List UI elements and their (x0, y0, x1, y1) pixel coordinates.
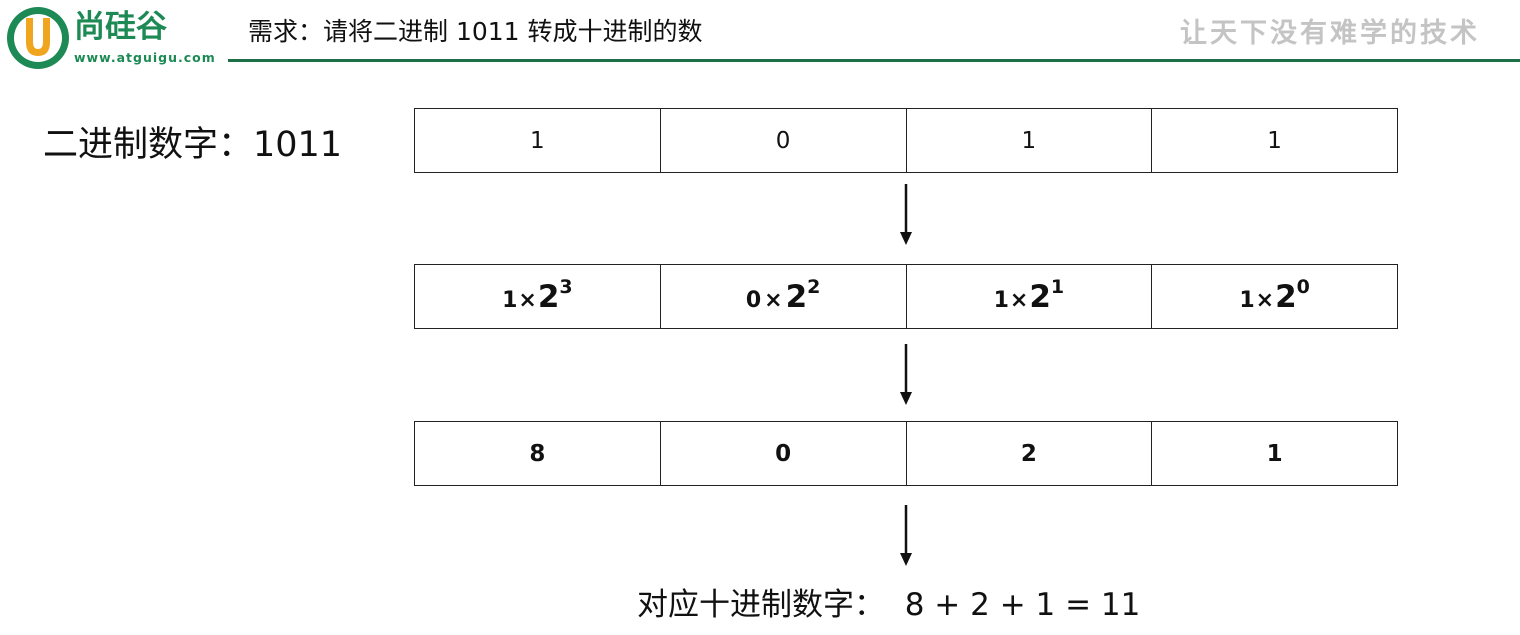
value-cell: 1 (1266, 440, 1283, 467)
power-term-cell: 1 × 2 3 (415, 265, 661, 328)
slogan: 让天下没有难学的技术 (1180, 18, 1480, 49)
down-arrow-icon (900, 344, 912, 405)
decimal-result: 对应十进制数字： 8 + 2 + 1 = 11 (637, 587, 1141, 623)
down-arrow-icon (900, 184, 912, 245)
decimal-values-row: 8 0 2 1 (414, 421, 1398, 486)
times-sign: × (764, 287, 783, 313)
term-base: 2 (537, 278, 560, 315)
power-term-cell: 0 × 2 2 (661, 265, 907, 328)
term-base: 2 (785, 278, 808, 315)
binary-number-label: 二进制数字：1011 (43, 125, 343, 165)
term-coefficient: 1 (1239, 287, 1255, 313)
term-base: 2 (1029, 278, 1051, 315)
power-term-cell: 1 × 2 0 (1152, 265, 1397, 328)
times-sign: × (518, 287, 537, 313)
power-term: 1 × 2 0 (1239, 275, 1310, 315)
term-exponent: 3 (559, 275, 573, 298)
logo-url: www.atguigu.com (74, 50, 216, 65)
value-cell: 8 (415, 422, 661, 485)
atguigu-logo-icon (7, 7, 69, 69)
binary-digits-row: 1 0 1 1 (414, 108, 1398, 173)
power-term: 1 × 2 1 (993, 275, 1065, 315)
power-term-cell: 1 × 2 1 (907, 265, 1153, 328)
down-arrow-icon (900, 505, 912, 566)
times-sign: × (1255, 287, 1275, 313)
binary-digit-cell: 1 (907, 109, 1153, 172)
term-exponent: 1 (1050, 275, 1065, 298)
term-coefficient: 1 (993, 287, 1009, 313)
term-base: 2 (1275, 278, 1297, 315)
binary-digit-cell: 0 (661, 109, 907, 172)
term-exponent: 0 (1296, 275, 1310, 298)
logo-text: 尚硅谷 (74, 9, 167, 45)
binary-digit-cell: 1 (415, 109, 661, 172)
times-sign: × (1009, 287, 1029, 313)
term-exponent: 2 (807, 275, 821, 298)
header-divider (228, 59, 1520, 62)
value-cell: 2 (907, 422, 1153, 485)
value-cell: 0 (661, 422, 907, 485)
binary-digit-cell: 1 (1267, 127, 1282, 154)
power-term: 1 × 2 3 (502, 275, 573, 315)
power-terms-row: 1 × 2 3 0 × 2 2 1 × 2 1 1 × 2 0 (414, 264, 1398, 329)
page-title: 需求：请将二进制 1011 转成十进制的数 (248, 17, 703, 46)
power-term: 0 × 2 2 (745, 275, 821, 315)
term-coefficient: 1 (502, 287, 518, 313)
term-coefficient: 0 (745, 287, 762, 313)
